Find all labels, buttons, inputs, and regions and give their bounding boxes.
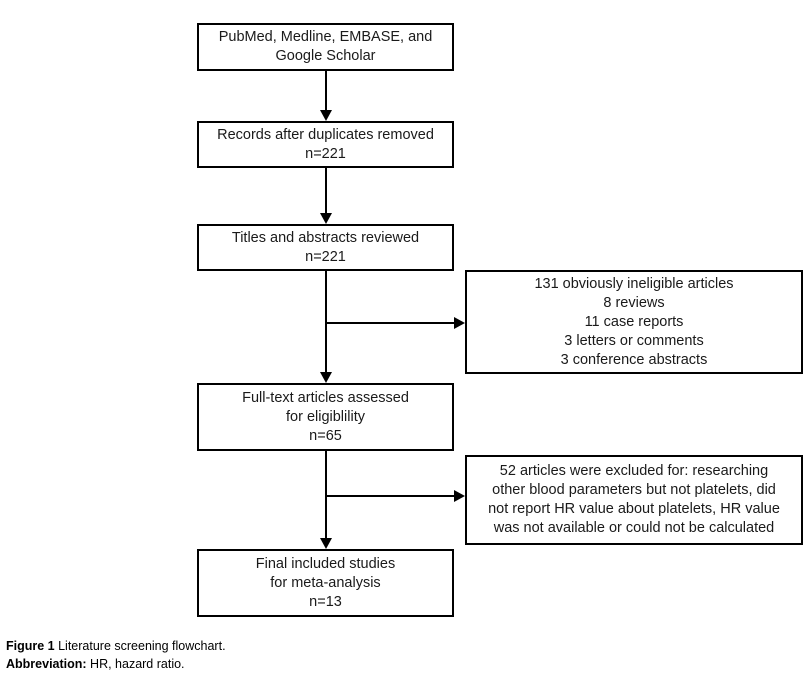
arrowhead-right-icon xyxy=(454,490,465,502)
figure-caption-text: Literature screening flowchart. xyxy=(54,639,226,653)
figure-caption: Figure 1 Literature screening flowchart.… xyxy=(6,637,226,673)
arrowhead-down-icon xyxy=(320,213,332,224)
connector-sources-records xyxy=(325,71,327,111)
flow-box-final-included: Final included studies for meta-analysis… xyxy=(197,549,454,617)
abbreviation-line: Abbreviation: HR, hazard ratio. xyxy=(6,655,226,673)
abbreviation-text: HR, hazard ratio. xyxy=(86,657,185,671)
flow-box-fulltext-assessed: Full-text articles assessed for eligibli… xyxy=(197,383,454,451)
figure-caption-label: Figure 1 xyxy=(6,639,55,653)
flow-box-sources: PubMed, Medline, EMBASE, and Google Scho… xyxy=(197,23,454,71)
flow-box-records-deduped: Records after duplicates removed n=221 xyxy=(197,121,454,168)
flow-box-excluded-screening: 131 obviously ineligible articles 8 revi… xyxy=(465,270,803,374)
arrowhead-down-icon xyxy=(320,110,332,121)
figure-caption-line: Figure 1 Literature screening flowchart. xyxy=(6,637,226,655)
arrowhead-down-icon xyxy=(320,538,332,549)
connector-branch-excluded-screening xyxy=(326,322,454,324)
arrowhead-down-icon xyxy=(320,372,332,383)
flow-box-excluded-fulltext: 52 articles were excluded for: researchi… xyxy=(465,455,803,545)
flow-box-titles-abstracts: Titles and abstracts reviewed n=221 xyxy=(197,224,454,271)
connector-records-titles xyxy=(325,168,327,214)
connector-branch-excluded-fulltext xyxy=(326,495,454,497)
arrowhead-right-icon xyxy=(454,317,465,329)
abbreviation-label: Abbreviation: xyxy=(6,657,87,671)
